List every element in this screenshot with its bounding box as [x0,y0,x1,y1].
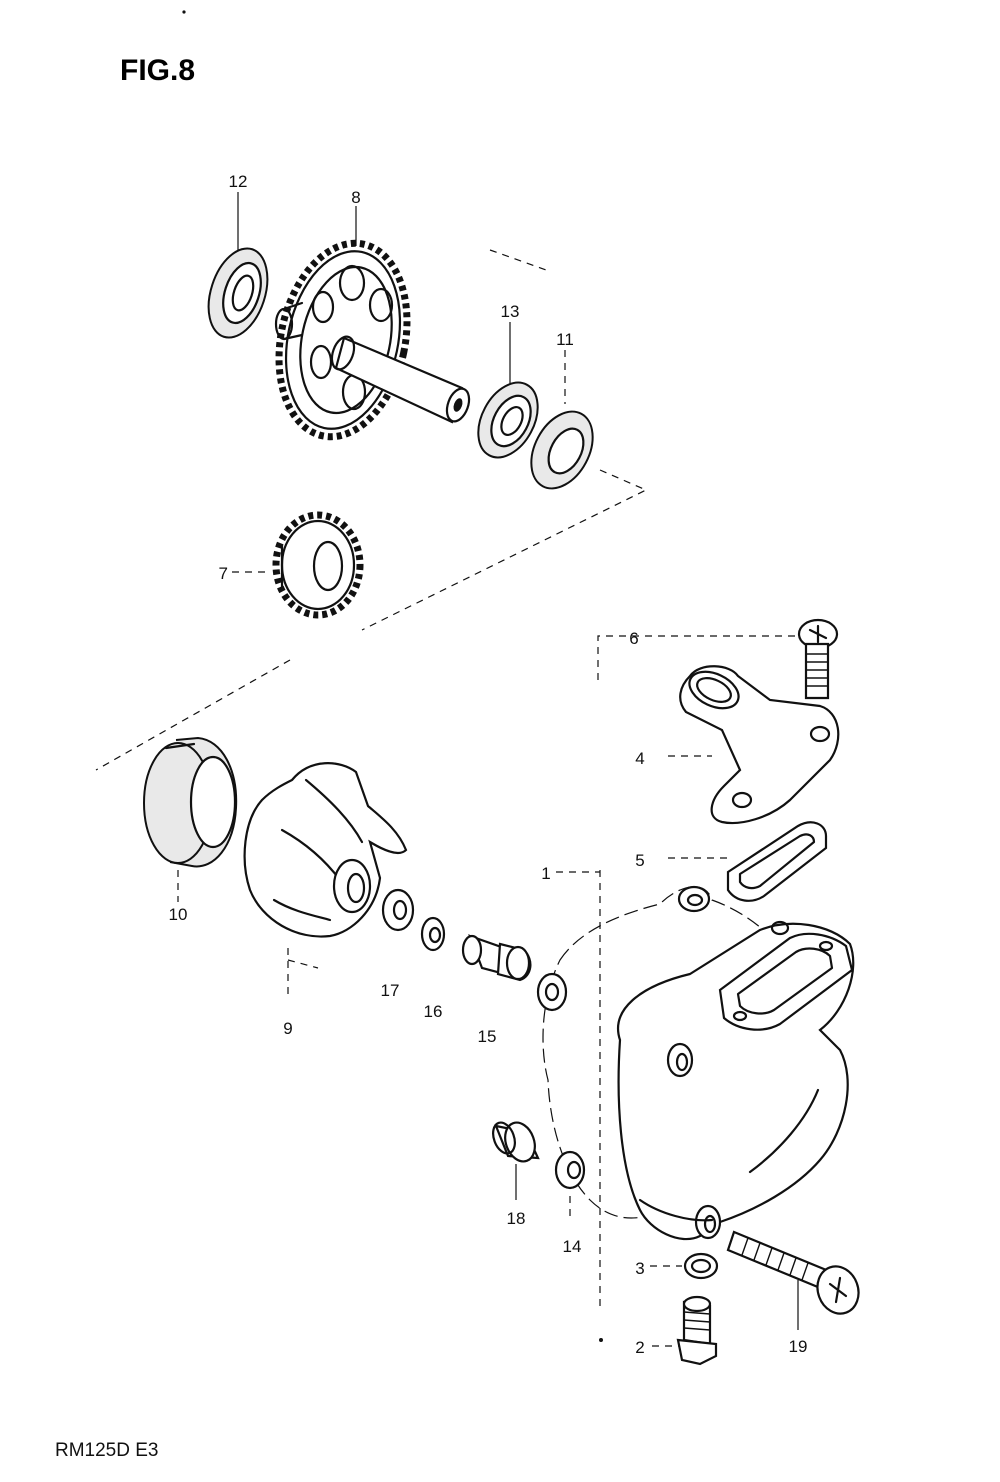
callout-9: 9 [283,1019,292,1038]
part-7-drive-gear [272,511,364,619]
part-13-bearing [477,381,539,459]
part-2-drain-bolt [676,1295,718,1366]
scan-speck-2 [599,1338,603,1342]
callout-14: 14 [563,1237,582,1256]
part-15-bolt [461,934,532,982]
scan-speck [182,10,186,14]
callout-1: 1 [541,864,550,883]
part-8-gear-shaft [274,239,471,441]
callout-3: 3 [635,1259,644,1278]
callout-12: 12 [229,172,248,191]
callout-18: 18 [507,1209,526,1228]
part-11-oil-seal [530,410,594,490]
callout-6: 6 [629,629,638,648]
part-19-long-bolt [726,1230,860,1315]
part-17-washer [381,888,415,932]
part-3-washer [683,1252,719,1280]
leader-6 [597,635,800,680]
part-16-washer [420,916,446,952]
part-10-seal [143,736,238,868]
callout-15: 15 [478,1027,497,1046]
part-18-dowel-pin [492,1121,540,1163]
part-12-bearing [207,247,269,339]
assembly-axis-lower [95,659,291,771]
callout-4: 4 [635,749,644,768]
callout-7: 7 [219,564,228,583]
part-9-impeller [243,762,408,938]
model-code: RM125D E3 [55,1440,159,1461]
part-6-screw [797,618,839,700]
leader-9 [287,948,319,1000]
part-5-gasket [726,821,828,902]
callout-2: 2 [635,1338,644,1357]
callout-11: 11 [556,330,574,349]
callout-10: 10 [169,905,188,924]
figure-title: FIG.8 [120,54,195,87]
assembly-axis-top [489,249,547,271]
callout-17: 17 [381,981,400,1000]
callout-13: 13 [501,302,520,321]
part-1-pump-case [536,885,855,1241]
callout-5: 5 [635,851,644,870]
callout-16: 16 [424,1002,443,1021]
assembly-axis-upper [361,469,648,631]
part-4-inlet-pipe [679,665,840,825]
callout-19: 19 [789,1337,808,1356]
callout-8: 8 [351,188,360,207]
